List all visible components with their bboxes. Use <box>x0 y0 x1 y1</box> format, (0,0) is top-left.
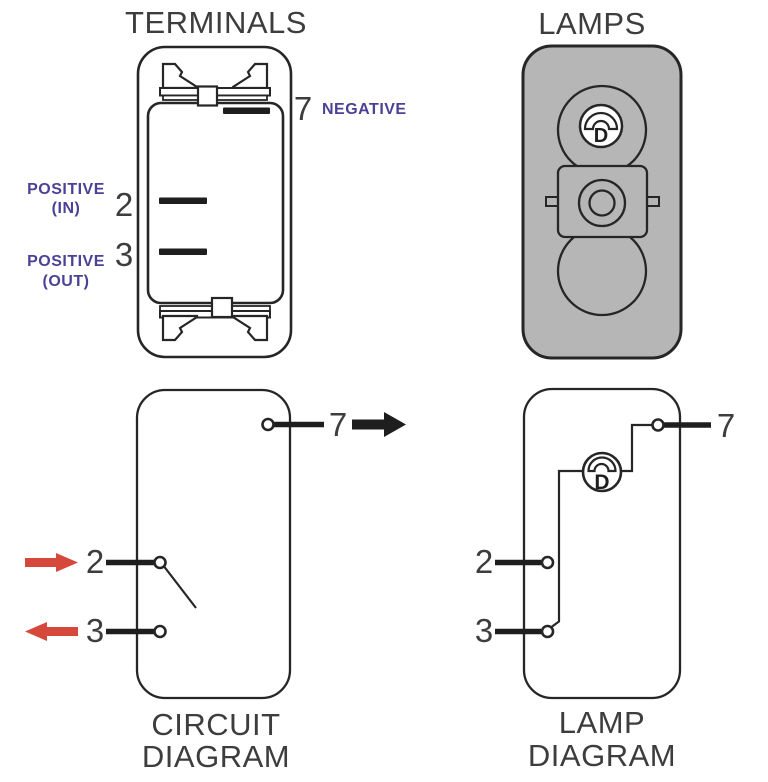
terminal-7-number: 7 <box>717 407 735 444</box>
terminal-blade-3 <box>159 248 207 255</box>
circuit-terminal-3: 3 <box>25 612 167 649</box>
lamps-title: LAMPS <box>538 6 646 41</box>
rocker-side-tab-right <box>646 196 660 207</box>
terminal-2-number: 2 <box>475 543 493 580</box>
terminal-3-number: 3 <box>115 236 133 273</box>
mounting-ear-bottom-left <box>161 314 199 342</box>
terminals-title: TERMINALS <box>125 5 307 40</box>
terminal-2-label-line1: POSITIVE <box>27 181 105 198</box>
lamp-letter: D <box>594 471 609 494</box>
terminal-blade-7 <box>223 107 270 114</box>
mounting-tab-bottom <box>210 296 234 319</box>
lamp-diagram-panel: 7 D 2 3 LAMP DIAGRAM <box>475 387 735 773</box>
lamp-letter: D <box>594 125 608 147</box>
wire-7-to-lamp <box>621 423 653 473</box>
switch-front-view: D <box>521 44 683 360</box>
pivot-ring-inner <box>588 189 616 217</box>
rocker-bottom-lobe <box>556 225 648 317</box>
terminal-3-label-line1: POSITIVE <box>27 253 105 270</box>
terminals-panel: TERMINALS 7 NEGATIVE POS <box>27 5 407 359</box>
lamp-caption-line2: DIAGRAM <box>528 738 676 773</box>
circuit-terminal-2: 2 <box>25 543 197 609</box>
circuit-caption-line2: DIAGRAM <box>142 739 290 774</box>
terminal-3-contact <box>153 624 167 639</box>
lamp-d-symbol: D <box>578 103 624 149</box>
terminal-7-contact <box>651 418 665 432</box>
lamp-terminal-3: 3 <box>475 612 555 649</box>
rocker-side-tab-left <box>545 196 559 207</box>
lamp-caption-line1: LAMP <box>559 705 645 740</box>
circuit-terminal-7: 7 <box>261 406 406 443</box>
lamp-filament-arc <box>583 111 619 131</box>
switch-blade-open <box>163 566 197 609</box>
terminal-2-number: 2 <box>86 543 104 580</box>
terminal-3-label-line2: (OUT) <box>43 273 90 290</box>
lamp-circuit-outline <box>522 387 682 700</box>
terminal-7-number: 7 <box>294 90 312 127</box>
current-out-arrow-black <box>352 412 406 437</box>
circuit-outline <box>135 388 292 700</box>
terminal-3-number: 3 <box>86 612 104 649</box>
wire-lamp-to-3 <box>550 469 583 628</box>
terminal-2-number: 2 <box>115 186 133 223</box>
pivot-ring-outer <box>577 178 627 228</box>
terminal-2-contact <box>153 555 167 570</box>
terminal-3-contact <box>540 624 555 639</box>
terminal-3-number: 3 <box>475 612 493 649</box>
mounting-tab-top <box>196 85 219 107</box>
lamp-filament-arc <box>587 456 617 473</box>
current-out-arrow-red <box>25 622 78 641</box>
terminal-7-callout: 7 NEGATIVE <box>294 90 407 127</box>
terminal-blade-2 <box>159 197 207 204</box>
terminal-7-number: 7 <box>329 406 347 443</box>
circuit-caption-line1: CIRCUIT <box>151 707 280 742</box>
lamp-terminal-7: 7 <box>651 407 735 444</box>
terminal-7-contact <box>261 417 275 432</box>
rocker-center-block <box>556 164 649 239</box>
lamp-d-symbol: D <box>581 451 623 494</box>
terminal-7-label: NEGATIVE <box>322 101 407 118</box>
lamp-terminal-2: 2 <box>475 543 555 580</box>
terminal-3-callout: POSITIVE (OUT) 3 <box>27 236 133 290</box>
terminal-2-contact <box>540 555 555 570</box>
switch-rear-view <box>136 45 293 359</box>
lamps-panel: LAMPS D <box>521 6 683 360</box>
circuit-diagram-panel: 7 2 3 CIRCUIT DIAGRAM <box>25 388 406 774</box>
terminal-2-callout: POSITIVE (IN) 2 <box>27 181 133 223</box>
terminal-2-label-line2: (IN) <box>52 200 81 217</box>
current-in-arrow-red <box>25 553 78 572</box>
